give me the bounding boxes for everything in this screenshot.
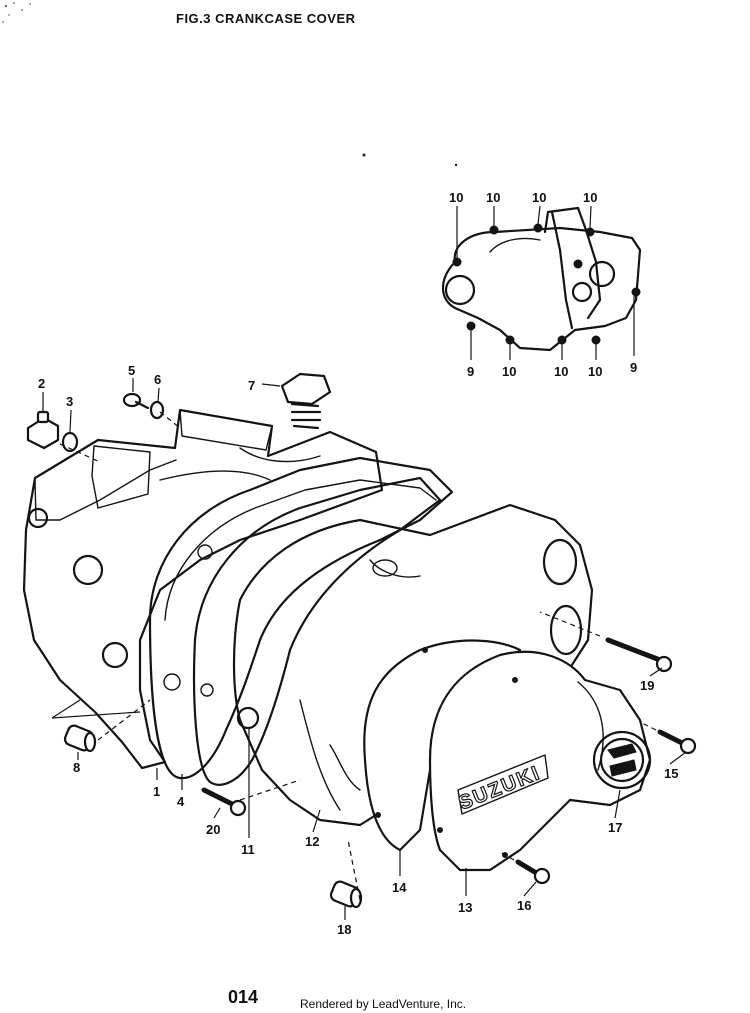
callout-10-top-4: 10	[583, 190, 597, 205]
figure-title: FIG.3 CRANKCASE COVER	[176, 11, 356, 26]
screw-15	[657, 729, 697, 755]
callout-17: 17	[608, 820, 622, 835]
callout-3: 3	[66, 394, 73, 409]
scan-speckles	[2, 2, 458, 167]
leader-lines	[42, 378, 687, 920]
callout-7: 7	[248, 378, 255, 393]
bolt-20	[201, 787, 247, 817]
gasket	[148, 456, 454, 780]
render-credit: Rendered by LeadVenture, Inc.	[300, 997, 466, 1011]
callout-20: 20	[206, 822, 220, 837]
callout-10-bottom-2: 10	[554, 364, 568, 379]
callout-18: 18	[337, 922, 351, 937]
dowel-pin-8	[63, 724, 97, 753]
callout-19: 19	[640, 678, 654, 693]
screw-5	[122, 392, 150, 410]
dowel-pin-18	[329, 880, 363, 909]
callout-9-right: 9	[630, 360, 637, 375]
callout-10-top-3: 10	[532, 190, 546, 205]
bolt-19	[605, 637, 673, 673]
callout-10-bottom-1: 10	[502, 364, 516, 379]
inset-cover-bolt-view	[441, 205, 642, 360]
callout-5: 5	[128, 363, 135, 378]
callout-15: 15	[664, 766, 678, 781]
screw-16	[515, 859, 551, 885]
callout-labels: 2 3 5 6 7 8 1 4 20 11 12 14 13 16 18 17 …	[38, 190, 678, 937]
callout-6: 6	[154, 372, 161, 387]
outer-clutch-cover: SUZUKI	[428, 650, 652, 872]
callout-8: 8	[73, 760, 80, 775]
callout-13: 13	[458, 900, 472, 915]
page-number: 014	[228, 987, 258, 1007]
washer-6	[149, 400, 165, 420]
callout-2: 2	[38, 376, 45, 391]
callout-4: 4	[177, 794, 185, 809]
crankcase-half	[22, 408, 384, 770]
callout-14: 14	[392, 880, 407, 895]
callout-10-top-1: 10	[449, 190, 463, 205]
drain-plug-gasket	[61, 431, 79, 453]
callout-10-top-2: 10	[486, 190, 500, 205]
callout-10-bottom-3: 10	[588, 364, 602, 379]
callout-12: 12	[305, 834, 319, 849]
oil-drain-plug	[26, 410, 60, 450]
clutch-cover-gasket	[192, 476, 442, 786]
callout-1: 1	[153, 784, 160, 799]
alignment-lines	[59, 411, 657, 901]
callout-11: 11	[241, 842, 255, 857]
callout-16: 16	[517, 898, 531, 913]
callout-9-left: 9	[467, 364, 474, 379]
oil-filler-cap	[280, 372, 332, 430]
